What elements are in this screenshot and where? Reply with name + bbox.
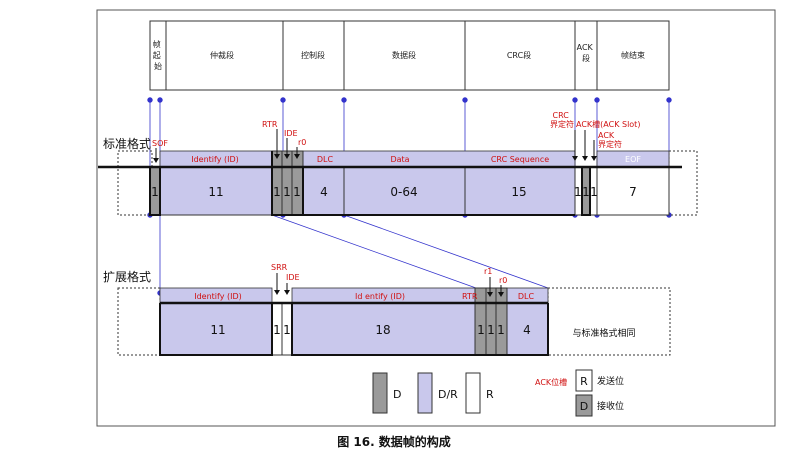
ext-same-note: 与标准格式相同	[572, 327, 635, 339]
ext-rtr-value: 1	[477, 323, 485, 337]
std-crc-delim-value: 1	[574, 185, 582, 199]
standard-markers: SOF RTR IDE r0 CRC 界定符 ACK槽(ACK Slot) AC…	[152, 111, 640, 163]
ext-r0-mark: r0	[499, 276, 507, 285]
ext-identify-label: Identify (ID)	[194, 292, 242, 301]
standard-format-label: 标准格式	[103, 136, 151, 151]
ext-srr-mark: SRR	[271, 263, 288, 272]
figure-border	[96, 9, 776, 427]
std-rtr-value: 1	[273, 185, 281, 199]
std-ack-delim-value: 1	[590, 185, 598, 199]
ext-r0-value: 1	[497, 323, 505, 337]
segment-crc: CRC段	[507, 50, 531, 60]
standard-frame	[98, 150, 698, 216]
segment-arbitration: 仲裁段	[210, 50, 234, 60]
legend-recessive-label: R	[486, 388, 494, 401]
legend-recv-box	[575, 394, 593, 417]
legend-either-label: D/R	[438, 388, 458, 401]
std-id-value: 11	[208, 185, 223, 199]
std-crc-value: 15	[511, 185, 526, 199]
std-crc-delim-mark: CRC 界定符	[550, 111, 574, 129]
ext-dlc-value: 4	[523, 323, 531, 337]
std-ide-mark: IDE	[284, 129, 298, 138]
extended-format-label: 扩展格式	[103, 269, 151, 284]
legend: D D/R R ACK位槽 R 发送位 D 接收位	[372, 369, 624, 417]
segment-ack: ACK 段	[577, 43, 596, 63]
std-dlc-label: DLC	[317, 155, 334, 164]
std-sof-value: 1	[151, 185, 159, 199]
ext-id-value: 11	[210, 323, 225, 337]
ext-id-ext-value: 18	[375, 323, 390, 337]
segment-control: 控制段	[301, 50, 325, 60]
segment-eof: 帧结束	[621, 50, 645, 60]
std-dlc-value: 4	[320, 185, 328, 199]
ext-ide-mark: IDE	[286, 273, 300, 282]
std-ack-slot-mark: ACK槽(ACK Slot)	[576, 119, 640, 129]
std-data-value: 0-64	[390, 185, 417, 199]
std-eof-value: 7	[629, 185, 637, 199]
legend-ack-slot: ACK位槽	[535, 377, 567, 387]
legend-send-r: R	[580, 375, 588, 388]
std-eof-label: EOF	[625, 155, 641, 164]
legend-dominant-swatch	[372, 372, 388, 414]
std-identify-label: Identify (ID)	[191, 155, 239, 164]
extended-markers: SRR IDE RTR r1 r0	[271, 263, 507, 301]
ext-id-ext-label: Id entify (ID)	[355, 292, 405, 301]
legend-recv-d: D	[580, 400, 588, 413]
std-ide-value: 1	[283, 185, 291, 199]
extended-frame	[117, 287, 671, 356]
ext-rtr-mark: RTR	[462, 292, 478, 301]
legend-send-label: 发送位	[597, 375, 624, 387]
segment-sof: 帧 起 始	[153, 39, 164, 71]
legend-dominant-label: D	[393, 388, 401, 401]
legend-recessive-swatch	[465, 372, 481, 414]
legend-send-box	[575, 369, 593, 392]
std-crc-seq-label: CRC Sequence	[491, 155, 549, 164]
ext-ide-value: 1	[283, 323, 291, 337]
segment-header: 帧 起 始 仲裁段 控制段 数据段 CRC段 ACK 段 帧结束	[149, 20, 670, 91]
std-sof-mark: SOF	[152, 139, 168, 148]
std-rtr-mark: RTR	[262, 120, 278, 129]
std-r0-mark: r0	[298, 138, 306, 147]
ext-dlc-label: DLC	[518, 292, 535, 301]
std-ack-delim-mark: ACK 界定符	[598, 131, 622, 149]
legend-either-swatch	[417, 372, 433, 414]
ext-srr-value: 1	[273, 323, 281, 337]
ext-r1-value: 1	[487, 323, 495, 337]
figure-caption: 图 16. 数据帧的构成	[337, 434, 451, 449]
std-r0-value: 1	[293, 185, 301, 199]
segment-data: 数据段	[392, 50, 416, 60]
ext-r1-mark: r1	[484, 267, 492, 276]
std-data-label: Data	[390, 155, 409, 164]
legend-recv-label: 接收位	[597, 400, 624, 412]
std-ack-slot-value: 1	[582, 185, 590, 199]
